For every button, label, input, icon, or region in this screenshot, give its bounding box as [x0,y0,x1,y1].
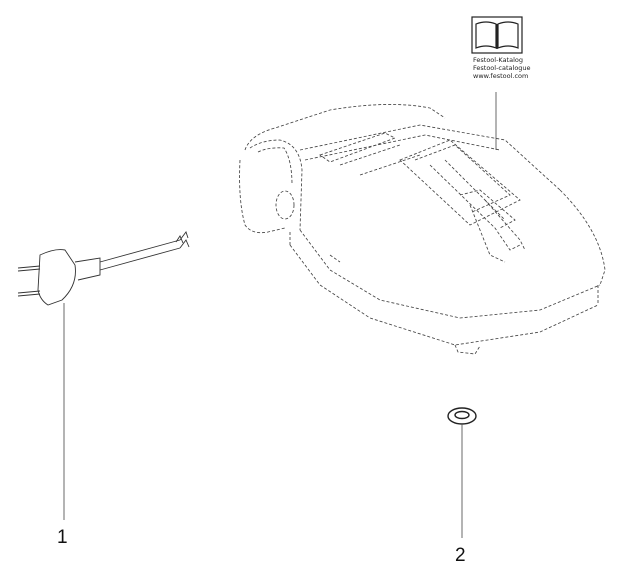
charger-unit [239,104,606,355]
book-icon [471,16,523,54]
catalog-label-line-2: Festool-catalogue [473,64,531,72]
catalog-label-line-3: www.festool.com [473,72,529,80]
catalog-label-line-1: Festool-Katalog [473,56,523,64]
part-number-2: 2 [455,545,466,566]
washer-part [447,407,477,425]
part-number-1: 1 [57,527,68,548]
power-cord-plug [17,231,190,306]
